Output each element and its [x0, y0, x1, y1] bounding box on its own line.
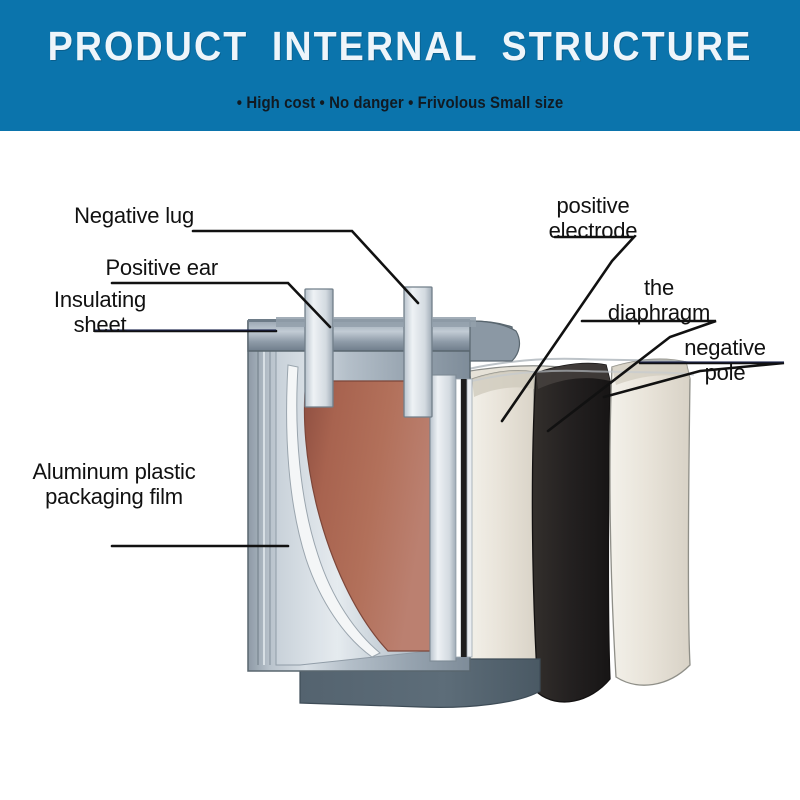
leader-line-accents: [95, 329, 784, 363]
label-positive-ear: Positive ear: [105, 255, 218, 280]
separator-sheet-front: [609, 358, 691, 686]
label-aluminum-plastic-packaging-film: Aluminum plastic packaging film: [32, 459, 196, 509]
label-negative-lug: Negative lug: [74, 203, 194, 228]
header-subtitle: • High cost • No danger • Frivolous Smal…: [236, 93, 564, 112]
battery-cutaway-diagram: Negative lug Positive ear Insulating she…: [0, 131, 800, 800]
label-positive-electrode: positive electrode: [548, 193, 638, 243]
leader-positive-electrode: [500, 235, 637, 423]
leader-lines: [93, 229, 785, 548]
label-negative-pole: negative pole: [684, 335, 766, 385]
center-collector-column: [429, 374, 473, 662]
negative-electrode-sheet: [531, 362, 611, 703]
seal-shoulder-details: [276, 317, 476, 327]
negative-lug-tab: [403, 286, 433, 418]
leader-the-diaphragm: [546, 319, 717, 433]
battery-cutaway-illustration: [93, 229, 785, 708]
electrode-stack-core: [303, 380, 431, 652]
label-the-diaphragm: the diaphragm: [607, 275, 711, 325]
label-insulating-sheet: Insulating sheet: [53, 287, 147, 337]
leader-negative-lug: [191, 229, 420, 305]
leader-positive-ear: [110, 281, 332, 329]
insulating-liner: [286, 364, 381, 658]
positive-ear-tab: [304, 288, 334, 408]
header-banner: PRODUCT INTERNAL STRUCTURE • High cost •…: [0, 0, 800, 131]
leader-negative-pole: [602, 361, 785, 399]
page-title: PRODUCT INTERNAL STRUCTURE: [47, 23, 753, 69]
